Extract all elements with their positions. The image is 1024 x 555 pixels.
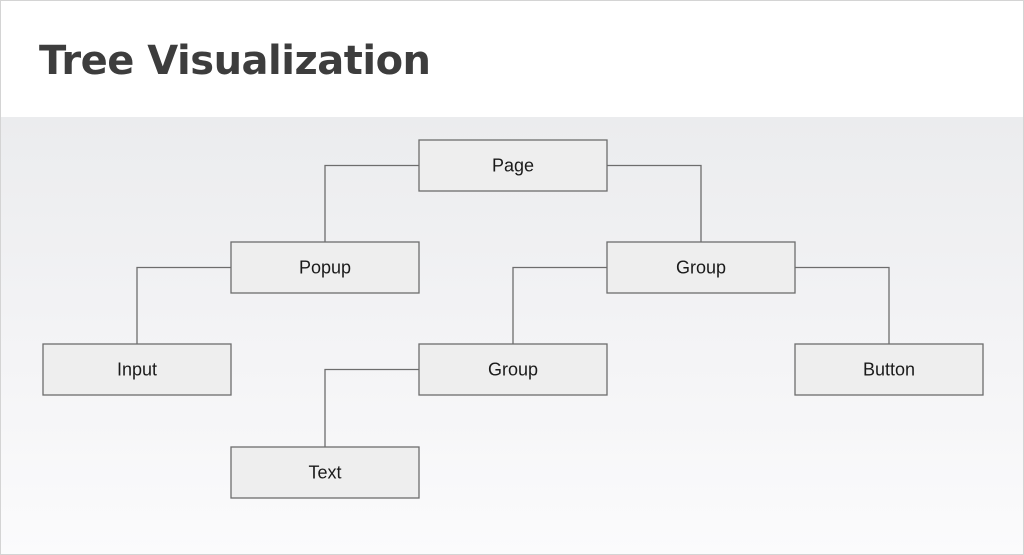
tree-node-label-input: Input <box>117 360 157 380</box>
tree-node-label-button: Button <box>863 360 915 380</box>
tree-node-box-group-1 <box>606 241 796 294</box>
tree-node-popup: Popup <box>230 241 420 294</box>
edge-page-to-popup <box>324 164 419 242</box>
tree-node-box-group-2 <box>418 343 608 396</box>
tree-node-label-popup: Popup <box>299 258 351 278</box>
tree-node-box-text <box>230 446 420 499</box>
tree-node-label-group-2: Group <box>488 360 538 380</box>
page-title: Tree Visualization <box>39 38 431 84</box>
edge-group-1-to-group-2 <box>512 266 607 344</box>
tree-node-label-text: Text <box>308 463 341 483</box>
tree-node-box-input <box>42 343 232 396</box>
tree-node-group-2: Group <box>418 343 608 396</box>
tree-node-label-group-1: Group <box>676 258 726 278</box>
tree-node-input: Input <box>42 343 232 396</box>
header: Tree Visualization <box>1 1 1023 117</box>
tree-node-box-popup <box>230 241 420 294</box>
tree-node-group-1: Group <box>606 241 796 294</box>
edge-group-2-to-text <box>324 368 419 447</box>
tree-edges <box>136 164 890 447</box>
tree-node-page: Page <box>418 139 608 192</box>
tree-node-button: Button <box>794 343 984 396</box>
tree-node-box-button <box>794 343 984 396</box>
edge-group-1-to-button <box>795 266 890 344</box>
tree-node-text: Text <box>230 446 420 499</box>
edge-page-to-group-1 <box>607 164 702 242</box>
tree-node-label-page: Page <box>492 156 534 176</box>
edge-popup-to-input <box>136 266 231 344</box>
tree-node-box-page <box>418 139 608 192</box>
